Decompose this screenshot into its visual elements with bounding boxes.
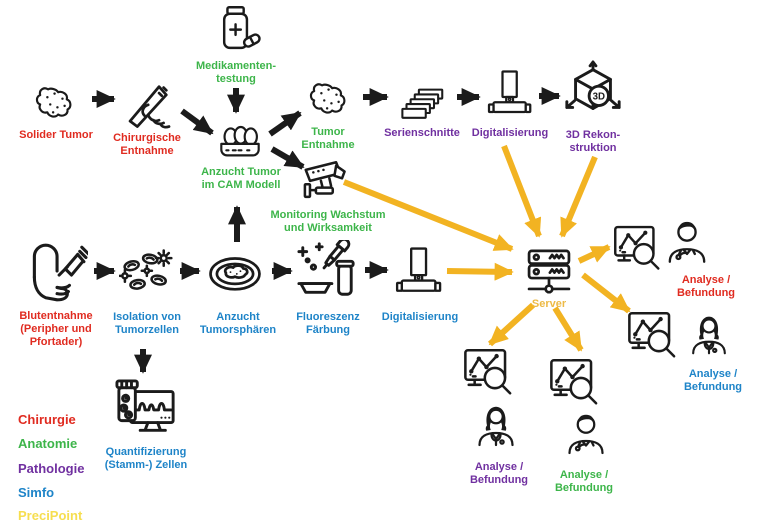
monitor-chart-magnifier-icon (612, 218, 664, 280)
cell-counter-monitor-icon (112, 378, 180, 440)
yellow-server-arrows (342, 144, 631, 352)
arrow-scalpel-to-cam (180, 108, 214, 136)
arrow-monitoring-to-server (342, 179, 514, 252)
label-tumor-entnahme: Tumor Entnahme (301, 126, 355, 152)
arrow-cam-to-monitoring (270, 146, 305, 170)
label-solider-tumor: Solider Tumor (19, 129, 93, 141)
legend-item-precipoint: PreciPoint (18, 508, 83, 523)
surveillance-camera-icon (298, 153, 354, 207)
monitor-chart-magnifier-icon (548, 354, 602, 412)
arrow-cam-to-tumorentnahme (268, 110, 302, 137)
arrow-digitop-to-server (501, 144, 542, 238)
label-chirurgische-entnahme: Chirurgische Entnahme (113, 132, 181, 158)
slide-stack-icon (392, 80, 454, 124)
slide-scanner-icon (394, 241, 444, 303)
legend-item-pathologie: Pathologie (18, 461, 85, 476)
label-quantifizierung: Quantifizierung (Stamm-) Zellen (104, 446, 188, 472)
arm-syringe-icon (22, 240, 88, 306)
server-rack-icon (520, 238, 578, 300)
tumor-icon (28, 80, 84, 126)
monitor-chart-magnifier-icon (462, 344, 516, 402)
arrow-server-to-analysis-blue (581, 272, 631, 314)
label-blutentnahme: Blutentnahme (Peripher und Pfortader) (19, 310, 93, 349)
arrow-server-to-analysis-red (577, 244, 611, 264)
cube-3d-icon (562, 58, 624, 124)
label-isolation: Isolation von Tumorzellen (113, 311, 181, 337)
label-medikamententestung: Medikamenten-testung (195, 60, 277, 86)
label-fluoreszenz: Fluoreszenz Färbung (296, 311, 360, 337)
arrow-cube-to-server (559, 155, 598, 238)
label-digitalisierung-bottom: Digitalisierung (381, 311, 459, 323)
female-doctor-icon (472, 398, 520, 456)
slide-scanner-icon (486, 64, 534, 124)
legend-item-chirurgie: Chirurgie (18, 412, 76, 427)
egg-carton-icon (211, 118, 269, 164)
scalpel-hand-icon (120, 74, 180, 132)
arrow-server-to-analysis-green (552, 306, 584, 352)
legend-item-simfo: Simfo (18, 485, 55, 500)
label-monitoring: Monitoring Wachstum und Wirksamkeit (270, 209, 386, 235)
tumor-cells-icon (116, 248, 176, 302)
label-digitalisierung-top: Digitalisierung (471, 127, 549, 139)
tumor-icon (302, 76, 358, 122)
arrow-scanner2-to-server (446, 262, 514, 281)
black-process-arrows (92, 87, 561, 374)
monitor-chart-magnifier-icon (626, 306, 680, 366)
label-analysis-chirurgie: Analyse / Befundung (676, 274, 736, 300)
male-doctor-icon (662, 214, 712, 272)
label-server: Server (531, 298, 567, 310)
label-analysis-anatomie: Analyse / Befundung (554, 469, 614, 495)
label-anzucht-cam: Anzucht Tumor im CAM Modell (201, 166, 281, 192)
label-serienschnitte: Serienschnitte (384, 127, 460, 139)
arrow-server-to-analysis-purple (487, 302, 536, 347)
label-3d-rekonstruktion: 3D Rekon-struktion (565, 129, 621, 155)
male-doctor-icon (562, 406, 610, 464)
label-analysis-simfo: Analyse / Befundung (683, 368, 743, 394)
petri-dish-icon (202, 244, 268, 302)
label-analysis-pathologie: Analyse / Befundung (469, 461, 529, 487)
pill-bottle-icon (212, 2, 264, 58)
pipette-staining-icon (295, 240, 359, 302)
female-doctor-icon (686, 306, 732, 366)
label-anzucht-sphaeren: Anzucht Tumorsphären (199, 311, 277, 337)
legend-item-anatomie: Anatomie (18, 436, 78, 451)
